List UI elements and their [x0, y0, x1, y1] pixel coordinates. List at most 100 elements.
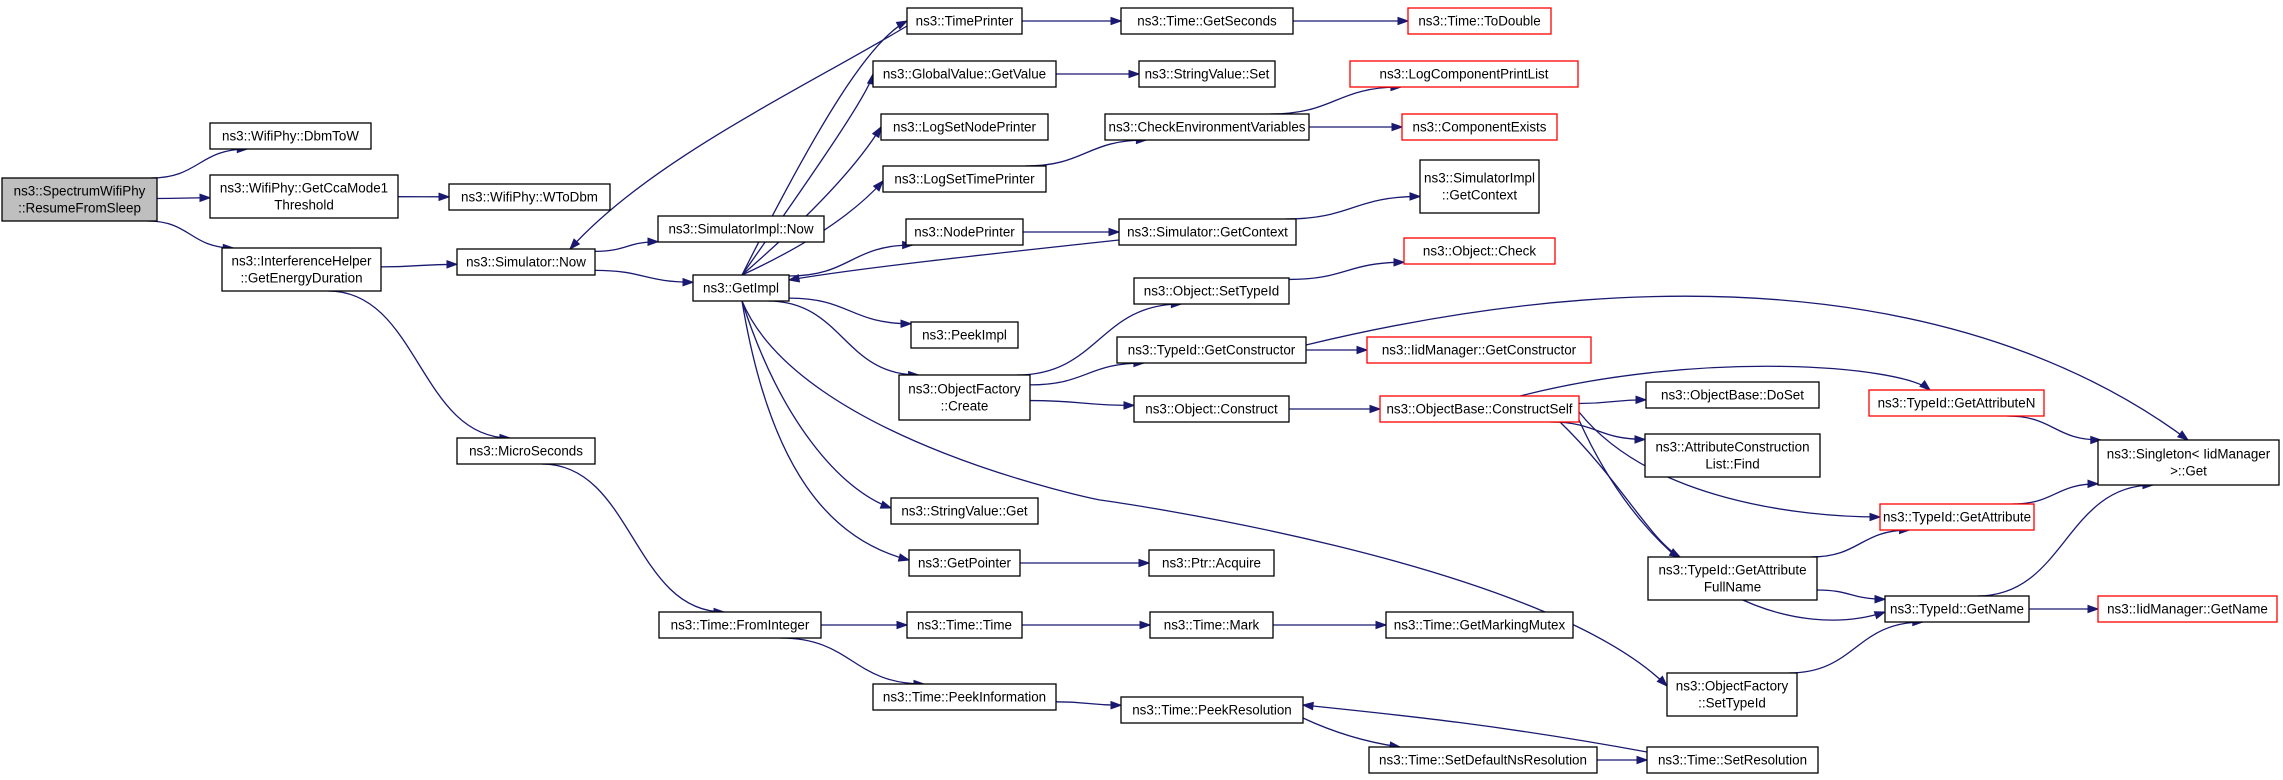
arrowhead-setres-to-peekres	[1301, 701, 1314, 711]
node-peekinfo[interactable]: ns3::Time::PeekInformation	[872, 683, 1057, 711]
edge-getname-to-singleton	[1977, 484, 2153, 597]
node-label: ns3::StringValue::Set	[1145, 67, 1270, 82]
edge-simctx-to-getimpl	[788, 239, 1120, 281]
node-label: ns3::TypeId::GetAttributeN	[1878, 396, 2036, 411]
node-iidgetname[interactable]: ns3::IidManager::GetName	[2097, 595, 2278, 623]
arrowhead-simnow-to-simimplnow	[647, 237, 660, 247]
node-label: ns3::Simulator::GetContext	[1127, 225, 1288, 240]
node-markmutex[interactable]: ns3::Time::GetMarkingMutex	[1385, 611, 1574, 639]
node-nodeprinter[interactable]: ns3::NodePrinter	[905, 218, 1024, 246]
node-getseconds[interactable]: ns3::Time::GetSeconds	[1120, 7, 1294, 35]
edge-getimpl-to-svget	[741, 300, 892, 509]
node-ofcreate[interactable]: ns3::ObjectFactory::Create	[898, 374, 1031, 421]
node-box	[1666, 672, 1798, 717]
node-iidgetctor[interactable]: ns3::IidManager::GetConstructor	[1366, 336, 1592, 364]
node-ih[interactable]: ns3::InterferenceHelper::GetEnergyDurati…	[221, 247, 382, 292]
node-box	[890, 497, 1039, 525]
node-svget[interactable]: ns3::StringValue::Get	[890, 497, 1039, 525]
node-simimplctx[interactable]: ns3::SimulatorImpl::GetContext	[1419, 159, 1540, 214]
node-peekres[interactable]: ns3::Time::PeekResolution	[1120, 696, 1304, 724]
node-box	[2097, 595, 2278, 623]
node-construct[interactable]: ns3::Object::Construct	[1133, 395, 1290, 423]
node-simnow[interactable]: ns3::Simulator::Now	[456, 248, 596, 276]
node-peekimpl[interactable]: ns3::PeekImpl	[910, 321, 1019, 349]
edge-ih-to-micro	[328, 290, 510, 439]
node-box	[221, 247, 382, 292]
arrowhead-nodeprinter-to-simctx	[1108, 227, 1121, 237]
node-box	[1116, 336, 1307, 364]
node-label: ns3::Ptr::Acquire	[1162, 556, 1261, 571]
node-ofsettypeid[interactable]: ns3::ObjectFactory::SetTypeId	[1666, 672, 1798, 717]
node-setdefres[interactable]: ns3::Time::SetDefaultNsResolution	[1368, 746, 1598, 774]
node-getctor[interactable]: ns3::TypeId::GetConstructor	[1116, 336, 1307, 364]
arrowhead-getimpl-to-svget	[879, 500, 893, 509]
node-mark[interactable]: ns3::Time::Mark	[1149, 611, 1274, 639]
node-compexists[interactable]: ns3::ComponentExists	[1401, 113, 1558, 141]
edge-getctor-to-singleton	[1305, 295, 2189, 441]
node-box	[2097, 439, 2280, 486]
edge-simctx-to-simimplctx	[1285, 195, 1421, 220]
node-ptracq[interactable]: ns3::Ptr::Acquire	[1148, 549, 1275, 577]
edge-timeprinter-to-simnow	[569, 25, 908, 250]
edge-settypeid-to-objcheck	[1288, 261, 1405, 281]
node-box	[1138, 60, 1276, 88]
node-box	[1401, 113, 1558, 141]
node-label: ns3::GetImpl	[703, 281, 779, 296]
node-todouble[interactable]: ns3::Time::ToDouble	[1407, 7, 1552, 35]
edge-logtime-to-checkenv	[1025, 139, 1147, 167]
node-dbm[interactable]: ns3::WifiPhy::DbmToW	[209, 122, 372, 150]
arrowhead-checkenv-to-compexists	[1391, 122, 1404, 132]
arrowhead-getimpl-to-logtime	[872, 179, 884, 192]
arrowhead-getimpl-to-peekimpl	[900, 319, 913, 329]
edge-getimpl-to-peekimpl	[788, 297, 912, 325]
node-micro[interactable]: ns3::MicroSeconds	[456, 437, 596, 465]
node-simctx[interactable]: ns3::Simulator::GetContext	[1118, 218, 1297, 246]
node-objcheck[interactable]: ns3::Object::Check	[1403, 237, 1556, 265]
node-box	[1419, 159, 1540, 214]
arrowhead-getname-to-iidgetname	[2087, 604, 2100, 614]
node-box	[872, 60, 1057, 88]
node-timetime[interactable]: ns3::Time::Time	[906, 611, 1023, 639]
node-label: ns3::IidManager::GetName	[2107, 602, 2268, 617]
arrowhead-constructself-to-acfind	[1634, 435, 1647, 444]
arrowhead-cca-to-wtodbm	[438, 192, 451, 202]
node-box	[1, 177, 158, 222]
node-box	[1148, 549, 1275, 577]
node-dosset[interactable]: ns3::ObjectBase::DoSet	[1645, 381, 1820, 409]
node-lognode[interactable]: ns3::LogSetNodePrinter	[880, 113, 1049, 141]
node-getattrn[interactable]: ns3::TypeId::GetAttributeN	[1868, 389, 2045, 417]
node-settypeid[interactable]: ns3::Object::SetTypeId	[1133, 277, 1290, 305]
node-timeprinter[interactable]: ns3::TimePrinter	[906, 7, 1023, 35]
node-root[interactable]: ns3::SpectrumWifiPhy::ResumeFromSleep	[1, 177, 158, 222]
node-constructself[interactable]: ns3::ObjectBase::ConstructSelf	[1379, 395, 1580, 423]
node-checkenv[interactable]: ns3::CheckEnvironmentVariables	[1104, 113, 1310, 141]
node-label: ns3::GlobalValue::GetValue	[883, 67, 1046, 82]
node-wtodbm[interactable]: ns3::WifiPhy::WToDbm	[448, 183, 611, 211]
node-box	[906, 611, 1023, 639]
node-box	[1120, 7, 1294, 35]
arrowhead-timetime-to-mark	[1139, 620, 1152, 630]
node-gvget[interactable]: ns3::GlobalValue::GetValue	[872, 60, 1057, 88]
node-getname[interactable]: ns3::TypeId::GetName	[1884, 595, 2030, 623]
node-svset[interactable]: ns3::StringValue::Set	[1138, 60, 1276, 88]
edge-getattr-to-singleton	[2012, 483, 2099, 505]
node-getimpl[interactable]: ns3::GetImpl	[692, 274, 790, 302]
node-getattr[interactable]: ns3::TypeId::GetAttribute	[1879, 503, 2035, 531]
edge-root-to-dbm	[150, 148, 248, 179]
node-getpointer[interactable]: ns3::GetPointer	[908, 549, 1021, 577]
node-logcomp[interactable]: ns3::LogComponentPrintList	[1349, 60, 1579, 88]
node-simimplnow[interactable]: ns3::SimulatorImpl::Now	[657, 215, 825, 243]
node-label: ns3::LogComponentPrintList	[1380, 67, 1549, 82]
arrowhead-fromint-to-timetime	[896, 620, 909, 630]
arrowhead-constructself-to-getname	[1873, 611, 1887, 620]
node-logtime[interactable]: ns3::LogSetTimePrinter	[882, 165, 1047, 193]
node-fromint[interactable]: ns3::Time::FromInteger	[658, 611, 822, 639]
node-singleton[interactable]: ns3::Singleton< IidManager>::Get	[2097, 439, 2280, 486]
arrowhead-mark-to-markmutex	[1375, 620, 1388, 630]
node-setres[interactable]: ns3::Time::SetResolution	[1646, 746, 1819, 774]
node-label: ns3::Object::SetTypeId	[1144, 284, 1279, 299]
